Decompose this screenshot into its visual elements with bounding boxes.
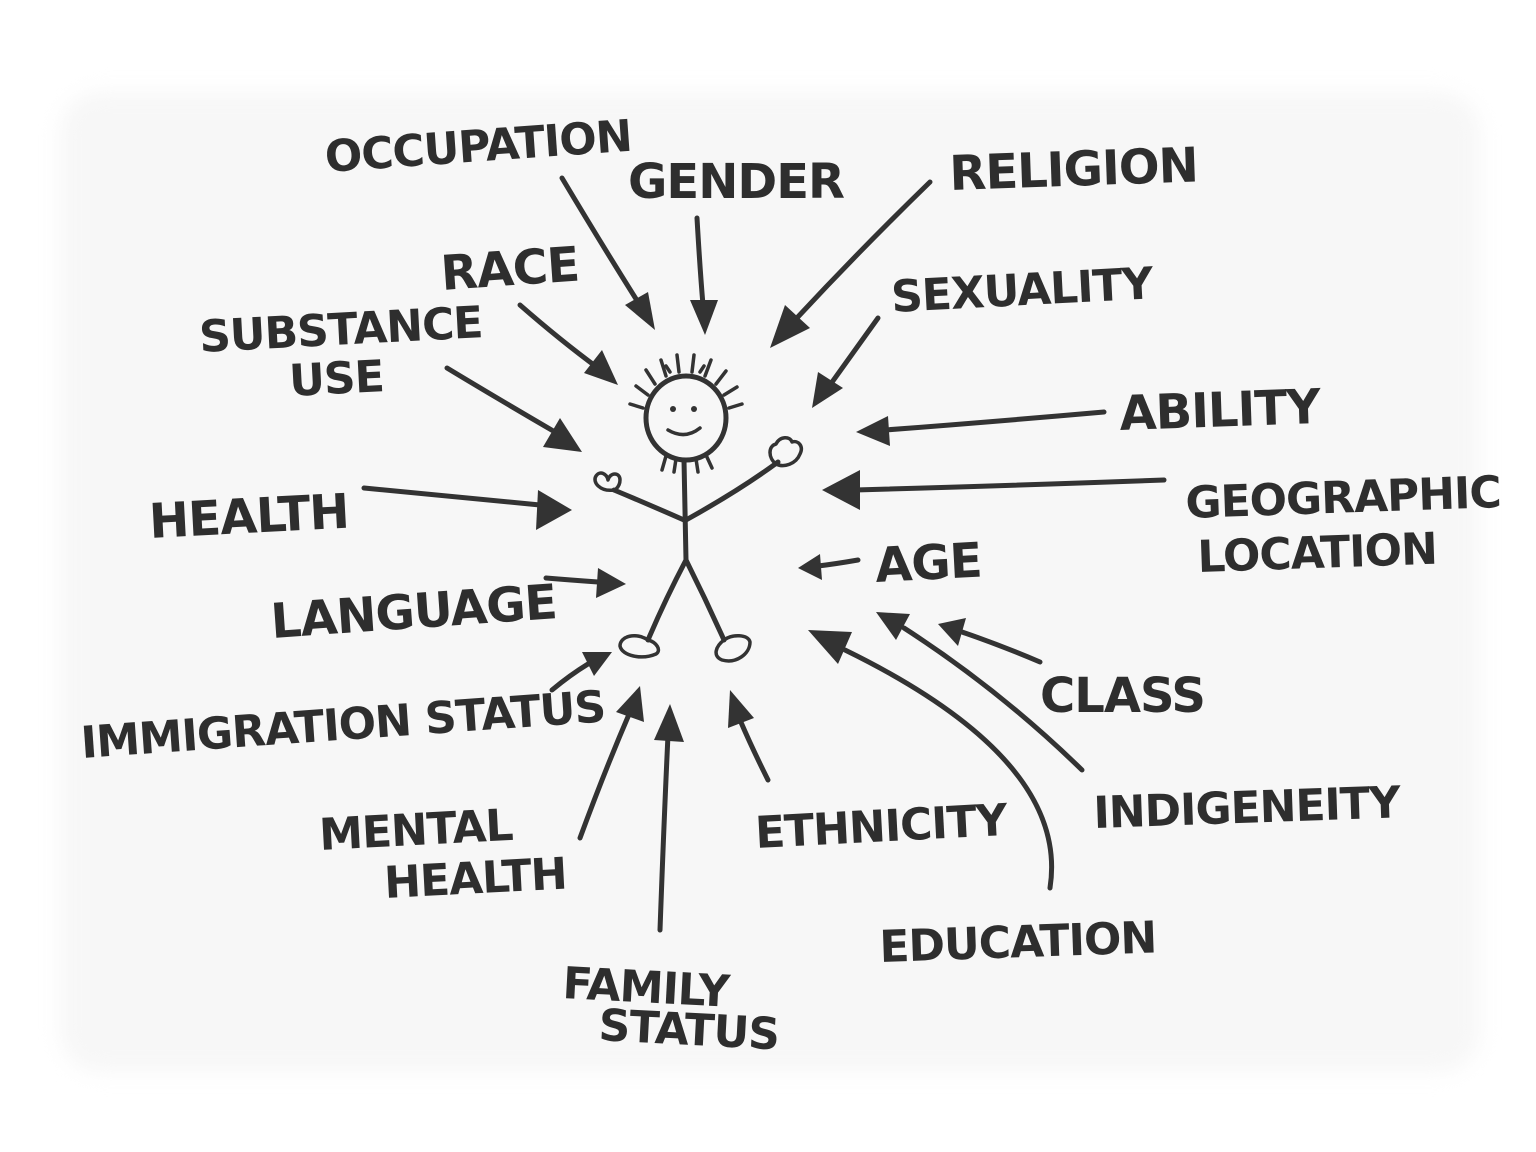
stick-figure-neck [660,453,714,474]
arrow-education [808,630,1054,891]
stick-figure-smile [666,426,702,437]
stick-figure [593,353,804,663]
arrow-race [517,302,618,385]
label-ability: ABILITY [1118,379,1323,442]
arrow-family-status [654,704,684,933]
label-gender: GENDER [628,154,844,210]
arrow-class [938,618,1043,665]
label-substance-use-line2: USE [288,351,385,407]
label-religion: RELIGION [948,137,1198,202]
label-family-status-line1: FAMILY [561,958,732,1018]
stick-figure-arm-right [683,459,781,523]
arrow-occupation [559,175,655,330]
stick-figure-foot-left [618,634,661,659]
label-immigration-status: IMMIGRATION STATUS [79,681,607,769]
arrow-immigration-status [549,652,612,693]
arrow-health [361,485,572,530]
label-education: EDUCATION [879,912,1157,973]
arrow-mental-health [577,686,644,841]
label-health: HEALTH [148,484,350,550]
stick-figure-hand-left [593,471,622,493]
label-ethnicity: ETHNICITY [754,795,1010,859]
arrows [361,175,1167,933]
arrow-ethnicity [728,690,771,783]
arrow-gender [690,215,718,335]
arrow-language [543,568,626,598]
label-age: AGE [874,532,983,593]
label-class: CLASS [1040,668,1205,724]
stick-figure-leg-right [683,557,727,643]
label-indigeneity: INDIGENEITY [1093,777,1403,839]
label-occupation: OCCUPATION [323,111,633,183]
label-geographic-location-line2: LOCATION [1197,524,1438,583]
stick-figure-body [681,457,689,563]
stick-figure-head [643,373,729,463]
arrow-substance-use [444,365,582,452]
stick-figure-leg-left [645,557,689,643]
stick-figure-hand-right [768,436,804,468]
arrow-sexuality [812,315,881,408]
label-mental-health-line1: MENTAL [318,800,514,861]
arrow-religion [770,179,933,348]
stick-figure-hair [628,353,744,410]
labels: OCCUPATION GENDER RELIGION RACE SEXUALIT… [79,111,1501,1061]
stick-figure-eye-left [670,406,676,412]
arrow-age [798,554,861,580]
arrow-ability [856,409,1107,446]
arrow-indigeneity [876,612,1085,773]
label-race: RACE [439,236,581,301]
paper-background [60,92,1480,1072]
label-geographic-location-line1: GEOGRAPHIC [1185,467,1502,529]
label-mental-health-line2: HEALTH [383,849,568,909]
arrow-geographic-location [822,470,1167,510]
label-sexuality: SEXUALITY [890,258,1156,323]
stick-figure-arm-left [611,487,687,523]
stick-figure-eye-right [691,406,697,412]
label-language: LANGUAGE [269,574,558,650]
stick-figure-foot-right [714,634,752,663]
label-family-status-line2: STATUS [597,1000,780,1060]
